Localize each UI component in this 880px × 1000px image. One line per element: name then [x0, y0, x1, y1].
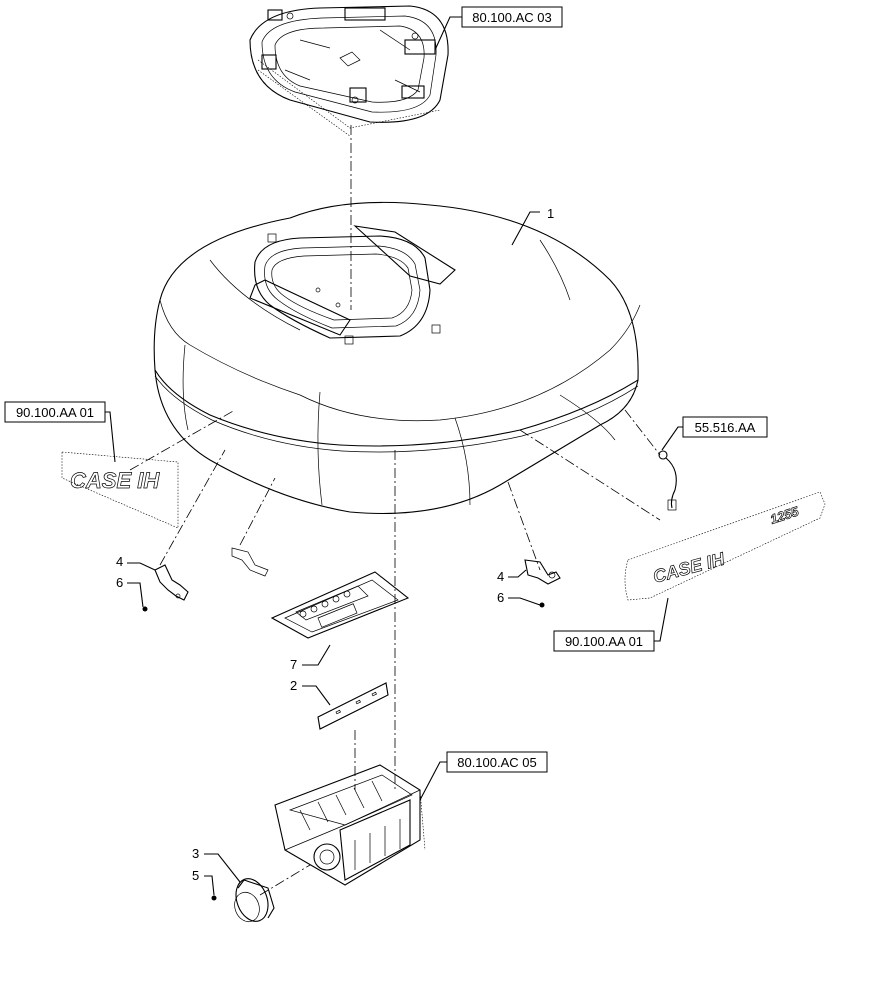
- right-screw: [539, 602, 545, 608]
- strip-item-2: [317, 682, 389, 730]
- svg-text:7: 7: [290, 657, 297, 672]
- wire-harness: [658, 450, 677, 511]
- svg-text:4: 4: [116, 554, 123, 569]
- callout-item-3[interactable]: 3: [192, 846, 199, 861]
- alignment-line-center-bracket: [239, 477, 276, 546]
- leader-item-2: [302, 685, 331, 706]
- hatch-lid-assembly: [249, 5, 449, 137]
- callout-item-5[interactable]: 5: [192, 868, 199, 883]
- svg-text:5: 5: [192, 868, 199, 883]
- alignment-line-right-bracket: [507, 481, 541, 571]
- alignment-line-left-bracket: [159, 449, 226, 566]
- left-decal-brand: CASE IH: [70, 468, 160, 493]
- callout-item-4-right[interactable]: 4: [497, 569, 504, 584]
- svg-text:2: 2: [290, 678, 297, 693]
- reference-90-100-aa-01-right[interactable]: 90.100.AA 01: [553, 630, 655, 652]
- leader-item-5: [204, 875, 215, 896]
- center-left-bracket: [231, 547, 269, 577]
- right-decal-model: 1255: [768, 503, 801, 526]
- right-decal: CASE IH 1255: [624, 491, 826, 601]
- adapter-screw: [211, 895, 217, 901]
- svg-text:80.100.AC 03: 80.100.AC 03: [472, 10, 552, 25]
- callout-item-1[interactable]: 1: [547, 206, 554, 221]
- adapter-item-3: [234, 878, 275, 923]
- leader-item-1: [511, 211, 540, 246]
- svg-text:6: 6: [116, 575, 123, 590]
- svg-text:55.516.AA: 55.516.AA: [695, 420, 756, 435]
- alignment-line-right-decal: [519, 429, 661, 521]
- svg-text:4: 4: [497, 569, 504, 584]
- left-screw: [142, 606, 148, 612]
- leader-item-7: [302, 644, 331, 666]
- svg-text:90.100.AA 01: 90.100.AA 01: [565, 634, 643, 649]
- callout-item-2[interactable]: 2: [290, 678, 297, 693]
- leader-ref-harness: [661, 426, 683, 451]
- callout-item-6-right[interactable]: 6: [497, 590, 504, 605]
- reference-80-100-ac-03[interactable]: 80.100.AC 03: [461, 6, 563, 28]
- reference-80-100-ac-05[interactable]: 80.100.AC 05: [446, 751, 548, 773]
- alignment-line-left-decal: [129, 409, 236, 471]
- tank-body: [153, 201, 641, 514]
- callout-item-7[interactable]: 7: [290, 657, 297, 672]
- leader-ref-right-decal: [654, 597, 669, 642]
- left-decal: CASE IH: [61, 451, 179, 529]
- leader-ref-top: [434, 16, 462, 51]
- leader-ref-left: [105, 411, 116, 463]
- leader-item-4-left: [127, 562, 156, 571]
- callout-item-6-left[interactable]: 6: [116, 575, 123, 590]
- reference-90-100-aa-01-left[interactable]: 90.100.AA 01: [4, 401, 106, 423]
- leader-item-3: [204, 853, 241, 883]
- reference-55-516-aa[interactable]: 55.516.AA: [682, 416, 768, 438]
- svg-text:3: 3: [192, 846, 199, 861]
- right-bracket: [524, 559, 561, 585]
- left-bracket: [154, 564, 189, 601]
- svg-text:1: 1: [547, 206, 554, 221]
- svg-text:6: 6: [497, 590, 504, 605]
- leader-ref-bottom: [419, 761, 447, 801]
- svg-text:90.100.AA 01: 90.100.AA 01: [16, 405, 94, 420]
- leader-item-6-right: [508, 597, 541, 606]
- alignment-line-harness: [624, 409, 661, 456]
- alignment-line-adapter: [259, 864, 311, 896]
- bottom-metering-assembly: [274, 764, 426, 886]
- plate-item-7: [270, 571, 410, 639]
- right-decal-brand: CASE IH: [651, 548, 728, 586]
- svg-text:80.100.AC 05: 80.100.AC 05: [457, 755, 537, 770]
- callout-item-4-left[interactable]: 4: [116, 554, 123, 569]
- leader-item-6-left: [127, 582, 144, 608]
- leader-item-4-right: [508, 569, 527, 578]
